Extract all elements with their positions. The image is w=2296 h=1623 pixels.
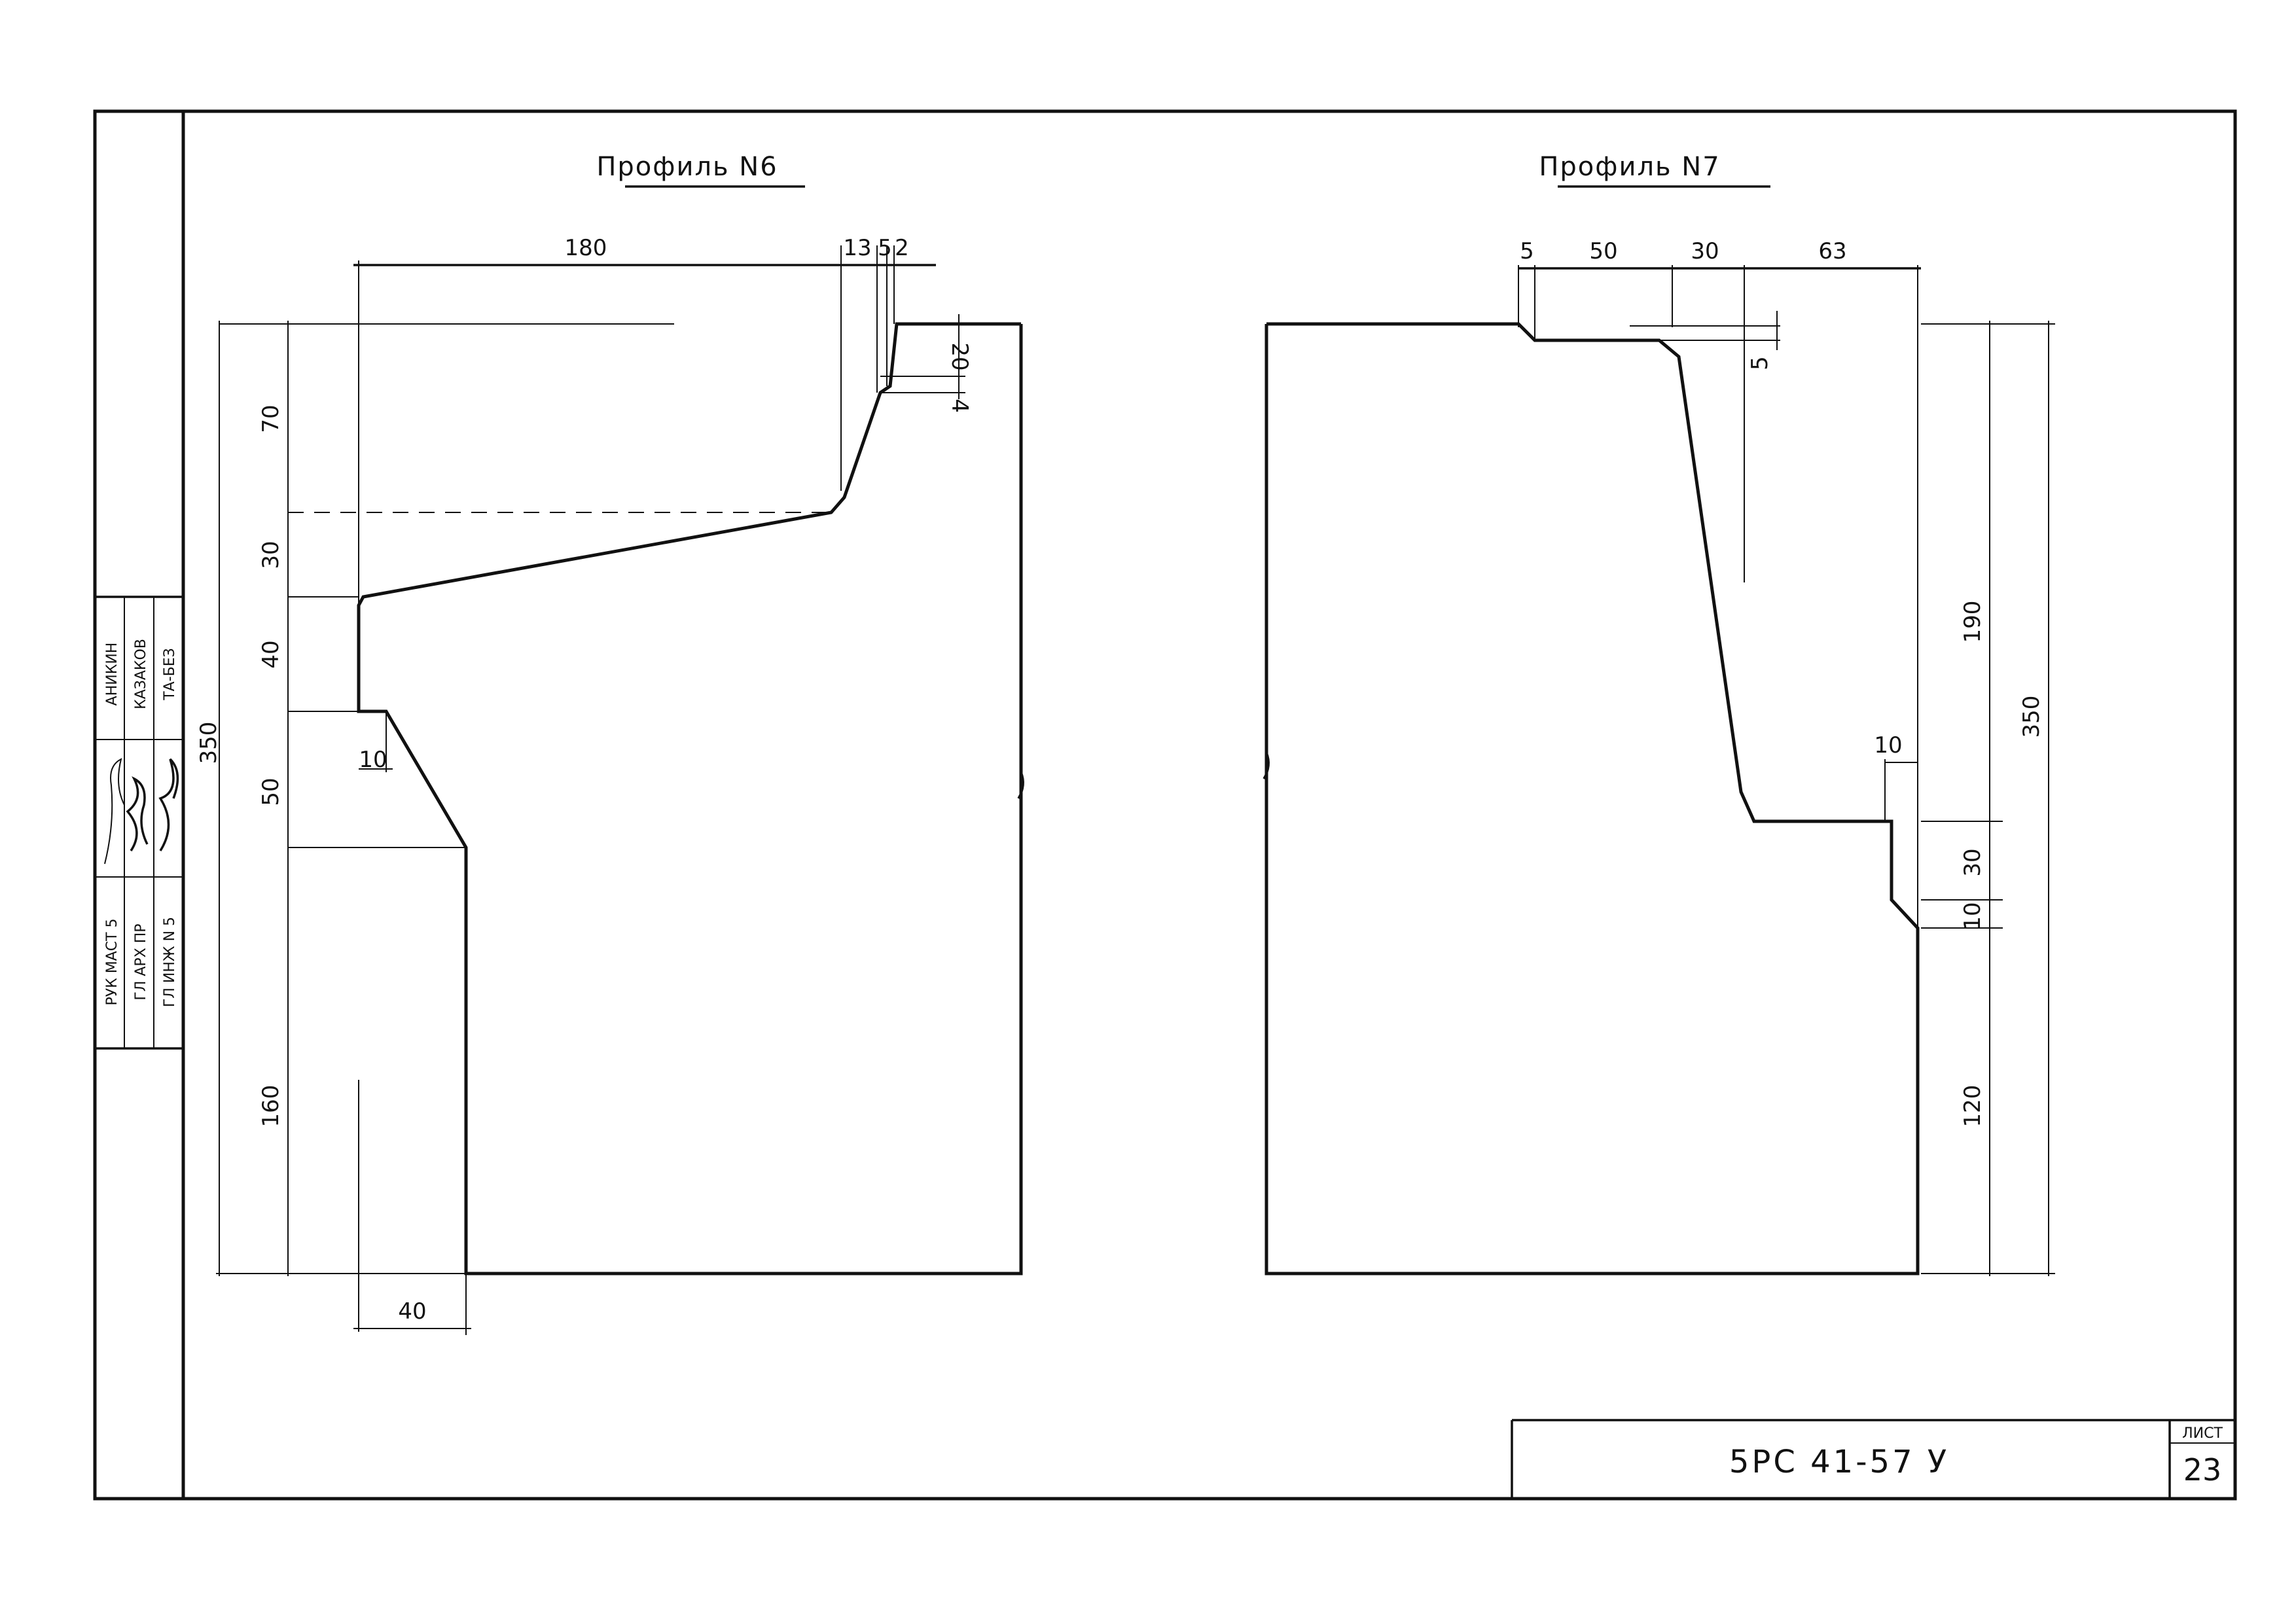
dim-5: 5: [878, 235, 892, 261]
dim-70: 70: [258, 404, 284, 433]
profile-n7-dimension-lines: [1518, 265, 2055, 1276]
profile-n6-break-mark: [1017, 772, 1024, 799]
profile-n7: Профиль N7 5 50 30: [1263, 152, 2055, 1276]
signatures: [104, 758, 179, 865]
profile-n7-break-mark: [1263, 752, 1270, 779]
dim-4: 4: [946, 399, 973, 413]
profile-n7-title: Профиль N7: [1539, 152, 1720, 182]
dim-350: 350: [2018, 696, 2045, 738]
dim-30-right: 30: [1960, 848, 1986, 876]
dim-30: 30: [1691, 238, 1719, 264]
dim-40: 40: [258, 640, 284, 668]
dim-10-right: 10: [1960, 902, 1986, 930]
dim-2: 2: [895, 235, 909, 261]
dim-350: 350: [196, 722, 222, 764]
dim-10-inner: 10: [1874, 732, 1902, 758]
dim-63: 63: [1818, 238, 1846, 264]
sheet-number: 23: [2183, 1452, 2222, 1488]
dim-5-top: 5: [1520, 238, 1534, 264]
dim-180: 180: [565, 235, 607, 261]
profile-n6-outline: [357, 322, 1023, 1275]
profile-n7-outline: [1265, 322, 1920, 1275]
dim-5-inner: 5: [1747, 356, 1773, 370]
sheet-label: ЛИСТ: [2182, 1425, 2223, 1442]
role-2: ГЛ АРХ ПР: [133, 923, 149, 1000]
name-1: АНИКИН: [104, 643, 120, 706]
dim-13: 13: [843, 235, 871, 261]
profile-n6-title: Профиль N6: [596, 152, 778, 182]
dim-120: 120: [1960, 1085, 1986, 1128]
title-block: 5РС 41-57 У ЛИСТ 23: [1511, 1419, 2235, 1499]
dim-20: 20: [946, 342, 973, 370]
role-1: РУК МАСТ 5: [104, 918, 120, 1005]
dim-30: 30: [258, 541, 284, 569]
role-3: ГЛ ИНЖ N 5: [162, 917, 178, 1007]
dim-50: 50: [258, 777, 284, 806]
sheet-frame: [93, 109, 2237, 1501]
dim-160: 160: [258, 1085, 284, 1128]
dim-190: 190: [1960, 601, 1986, 643]
signature-block: РУК МАСТ 5 ГЛ АРХ ПР ГЛ ИНЖ N 5 АНИКИН К…: [94, 596, 185, 1050]
dim-10: 10: [359, 747, 387, 773]
name-2: КАЗАКОВ: [133, 639, 149, 709]
dim-40-bottom: 40: [398, 1298, 426, 1325]
profile-n6: Профиль N6: [196, 152, 1024, 1335]
profile-n6-dimension-lines: [216, 245, 965, 1335]
drawing-code: 5РС 41-57 У: [1729, 1444, 1949, 1480]
name-3: ТА-БЕЗ: [162, 648, 178, 701]
dim-50: 50: [1589, 238, 1617, 264]
